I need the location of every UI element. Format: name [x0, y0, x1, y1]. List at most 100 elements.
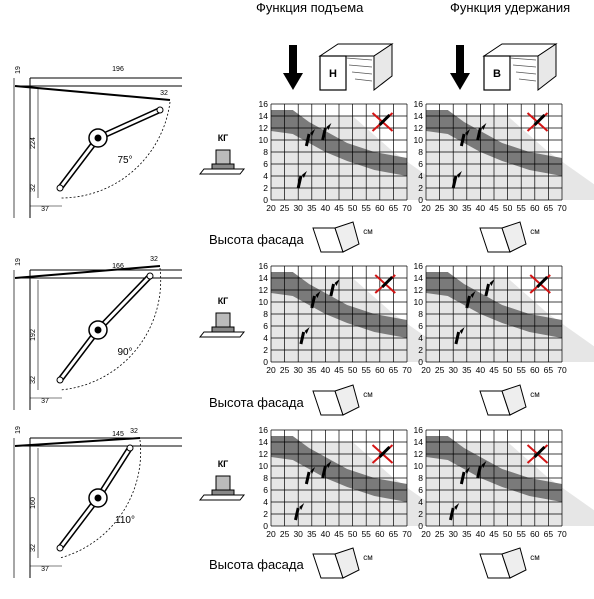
- swing-arc: [59, 267, 162, 391]
- y-tick-label: 14: [414, 111, 424, 121]
- opening-angle-label: 90°: [117, 347, 132, 358]
- mounting-point-arrowhead: [489, 279, 495, 286]
- header-hold-function: Функция удержания: [450, 0, 571, 15]
- x-tick-label: 40: [321, 365, 331, 375]
- y-tick-label: 10: [259, 297, 269, 307]
- x-tick-label: 35: [462, 203, 472, 213]
- dim-pivot: 32: [160, 90, 168, 97]
- kg-label: КГ: [218, 296, 229, 306]
- x-tick-label: 65: [544, 365, 554, 375]
- y-tick-label: 0: [418, 195, 423, 205]
- cm-label: см: [363, 553, 373, 562]
- x-tick-label: 60: [375, 203, 385, 213]
- mounting-point-marker: [476, 127, 482, 141]
- y-tick-label: 8: [263, 147, 268, 157]
- header-lift-function: Функция подъема: [256, 0, 364, 15]
- down-arrow-shaft: [456, 45, 464, 75]
- mounting-point-marker: [296, 175, 303, 189]
- weight-icon-1: КГ: [198, 133, 246, 175]
- mounting-point-marker: [476, 465, 482, 479]
- weight-block: [215, 475, 231, 491]
- x-tick-label: 35: [307, 203, 317, 213]
- y-tick-label: 0: [418, 357, 423, 367]
- mounting-point-marker: [321, 465, 327, 479]
- function-symbol-lift: H: [283, 43, 394, 92]
- base-pivot: [56, 184, 64, 192]
- y-tick-label: 16: [414, 261, 424, 271]
- y-tick-label: 14: [414, 273, 424, 283]
- y-tick-label: 14: [259, 273, 269, 283]
- facade-side: [334, 547, 360, 579]
- x-tick-label: 70: [557, 203, 567, 213]
- mechanism-arm-inner: [58, 136, 100, 190]
- y-tick-label: 4: [418, 171, 423, 181]
- cm-label: см: [530, 227, 540, 236]
- y-tick-label: 16: [414, 99, 424, 109]
- base-pivot: [56, 544, 64, 552]
- mounting-point-marker: [329, 283, 336, 297]
- cabinet-front: [319, 55, 347, 91]
- cm-label: см: [363, 227, 373, 236]
- x-tick-label: 45: [334, 365, 344, 375]
- flap-line: [348, 64, 373, 68]
- x-tick-label: 55: [516, 365, 526, 375]
- mounting-point-marker: [449, 507, 455, 521]
- y-tick-label: 16: [259, 261, 269, 271]
- x-tick-label: 35: [462, 529, 472, 539]
- x-tick-label: 50: [348, 365, 358, 375]
- y-tick-label: 2: [263, 183, 268, 193]
- x-tick-label: 70: [402, 365, 412, 375]
- flap-pivot: [126, 444, 134, 452]
- y-tick-label: 2: [263, 509, 268, 519]
- weight-shelf: [198, 168, 246, 175]
- weight-base: [211, 326, 235, 333]
- x-tick-label: 70: [402, 203, 412, 213]
- invalid-point-marker: [536, 275, 549, 289]
- facade-icon-6: см: [479, 547, 540, 579]
- weight-icon-2: КГ: [198, 296, 246, 338]
- facade-icon-1: см: [312, 221, 373, 253]
- dim-arm-length: 145: [112, 431, 124, 438]
- y-tick-label: 6: [263, 159, 268, 169]
- y-tick-label: 0: [418, 521, 423, 531]
- symbol-letter: B: [493, 68, 501, 80]
- mounting-point-marker: [459, 133, 466, 147]
- y-tick-label: 12: [414, 123, 424, 133]
- flap-line: [14, 437, 141, 447]
- mounting-point-arrowhead: [304, 327, 310, 334]
- facade-icon-2: см: [479, 221, 540, 253]
- cabinet-side: [373, 43, 393, 92]
- y-tick-label: 8: [418, 473, 423, 483]
- y-tick-label: 0: [263, 521, 268, 531]
- x-tick-label: 50: [503, 365, 513, 375]
- invalid-point-marker: [378, 445, 391, 459]
- facade-icon-4: см: [479, 384, 540, 416]
- mounting-point-marker: [465, 295, 471, 309]
- flap-pivot: [156, 106, 164, 114]
- facade-side: [334, 221, 360, 253]
- y-tick-label: 8: [263, 309, 268, 319]
- mounting-point-arrowhead: [334, 279, 340, 286]
- y-tick-label: 6: [418, 159, 423, 169]
- x-tick-label: 30: [293, 365, 303, 375]
- y-tick-label: 0: [263, 195, 268, 205]
- down-arrow-head: [283, 73, 303, 90]
- dim-arm-length: 166: [112, 263, 124, 270]
- y-tick-label: 4: [263, 171, 268, 181]
- y-tick-label: 14: [259, 111, 269, 121]
- x-tick-label: 25: [280, 529, 290, 539]
- y-tick-label: 4: [263, 497, 268, 507]
- function-symbol-hold: B: [450, 43, 558, 92]
- mounting-point-marker: [299, 331, 306, 345]
- mounting-point-marker: [310, 295, 316, 309]
- cm-label: см: [530, 553, 540, 562]
- x-tick-label: 60: [530, 203, 540, 213]
- invalid-point-marker: [381, 275, 394, 289]
- x-tick-label: 35: [307, 365, 317, 375]
- x-tick-label: 60: [375, 365, 385, 375]
